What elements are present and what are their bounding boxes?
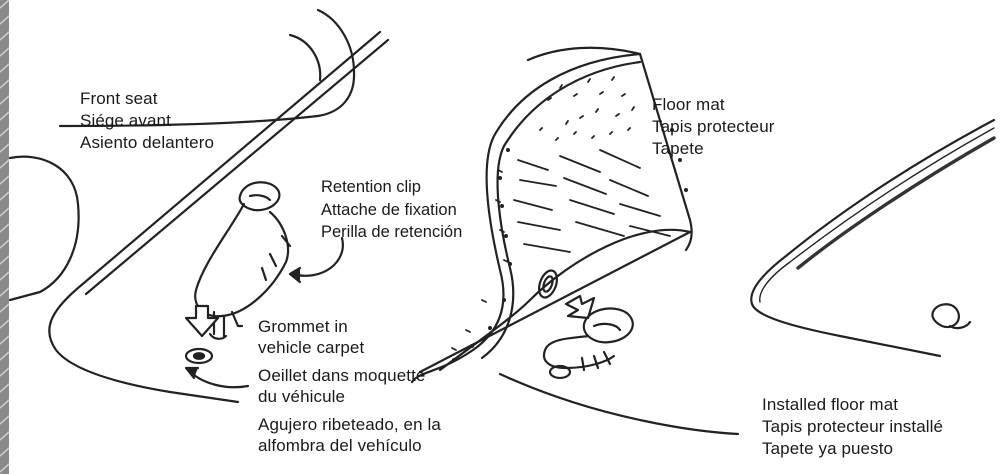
retention-clip-fr: Attache de fixation [321,199,462,222]
left-border-strip [0,0,9,474]
installed-mat-en: Installed floor mat [762,394,943,416]
grommet-drawing [186,349,212,363]
grommet-label: Grommet in vehicle carpet Oeillet dans m… [258,316,441,456]
grommet-es-2: alfombra del vehículo [258,435,441,456]
floor-mat-label: Floor mat Tapis protecteur Tapete [652,94,775,160]
installed-mat-label: Installed floor mat Tapis protecteur ins… [762,394,943,460]
front-seat-label: Front seat Siége avant Asiento delantero [80,88,214,154]
grommet-en-2: vehicle carpet [258,337,441,358]
floor-mat-texture [452,77,670,350]
grommet-en-1: Grommet in [258,316,441,337]
front-seat-en: Front seat [80,88,214,110]
installed-mat-drawing [751,120,994,356]
installed-mat-es: Tapete ya puesto [762,438,943,460]
grommet-es-1: Agujero ribeteado, en la [258,414,441,435]
front-seat-fr: Siége avant [80,110,214,132]
floor-mat-es: Tapete [652,138,775,160]
retention-clip-es: Perilla de retención [321,221,462,244]
floor-mat-fr: Tapis protecteur [652,116,775,138]
retention-clip-en: Retention clip [321,176,462,199]
front-seat-drawing [10,10,354,300]
front-seat-es: Asiento delantero [80,132,214,154]
installed-mat-fr: Tapis protecteur installé [762,416,943,438]
grommet-fr-1: Oeillet dans moquette [258,365,441,386]
grommet-pointer-arrow [186,368,248,387]
retention-clip-label: Retention clip Attache de fixation Peril… [321,176,462,244]
clip-pointer-arrow [290,238,343,282]
floor-mat-en: Floor mat [652,94,775,116]
grommet-fr-2: du véhicule [258,386,441,407]
